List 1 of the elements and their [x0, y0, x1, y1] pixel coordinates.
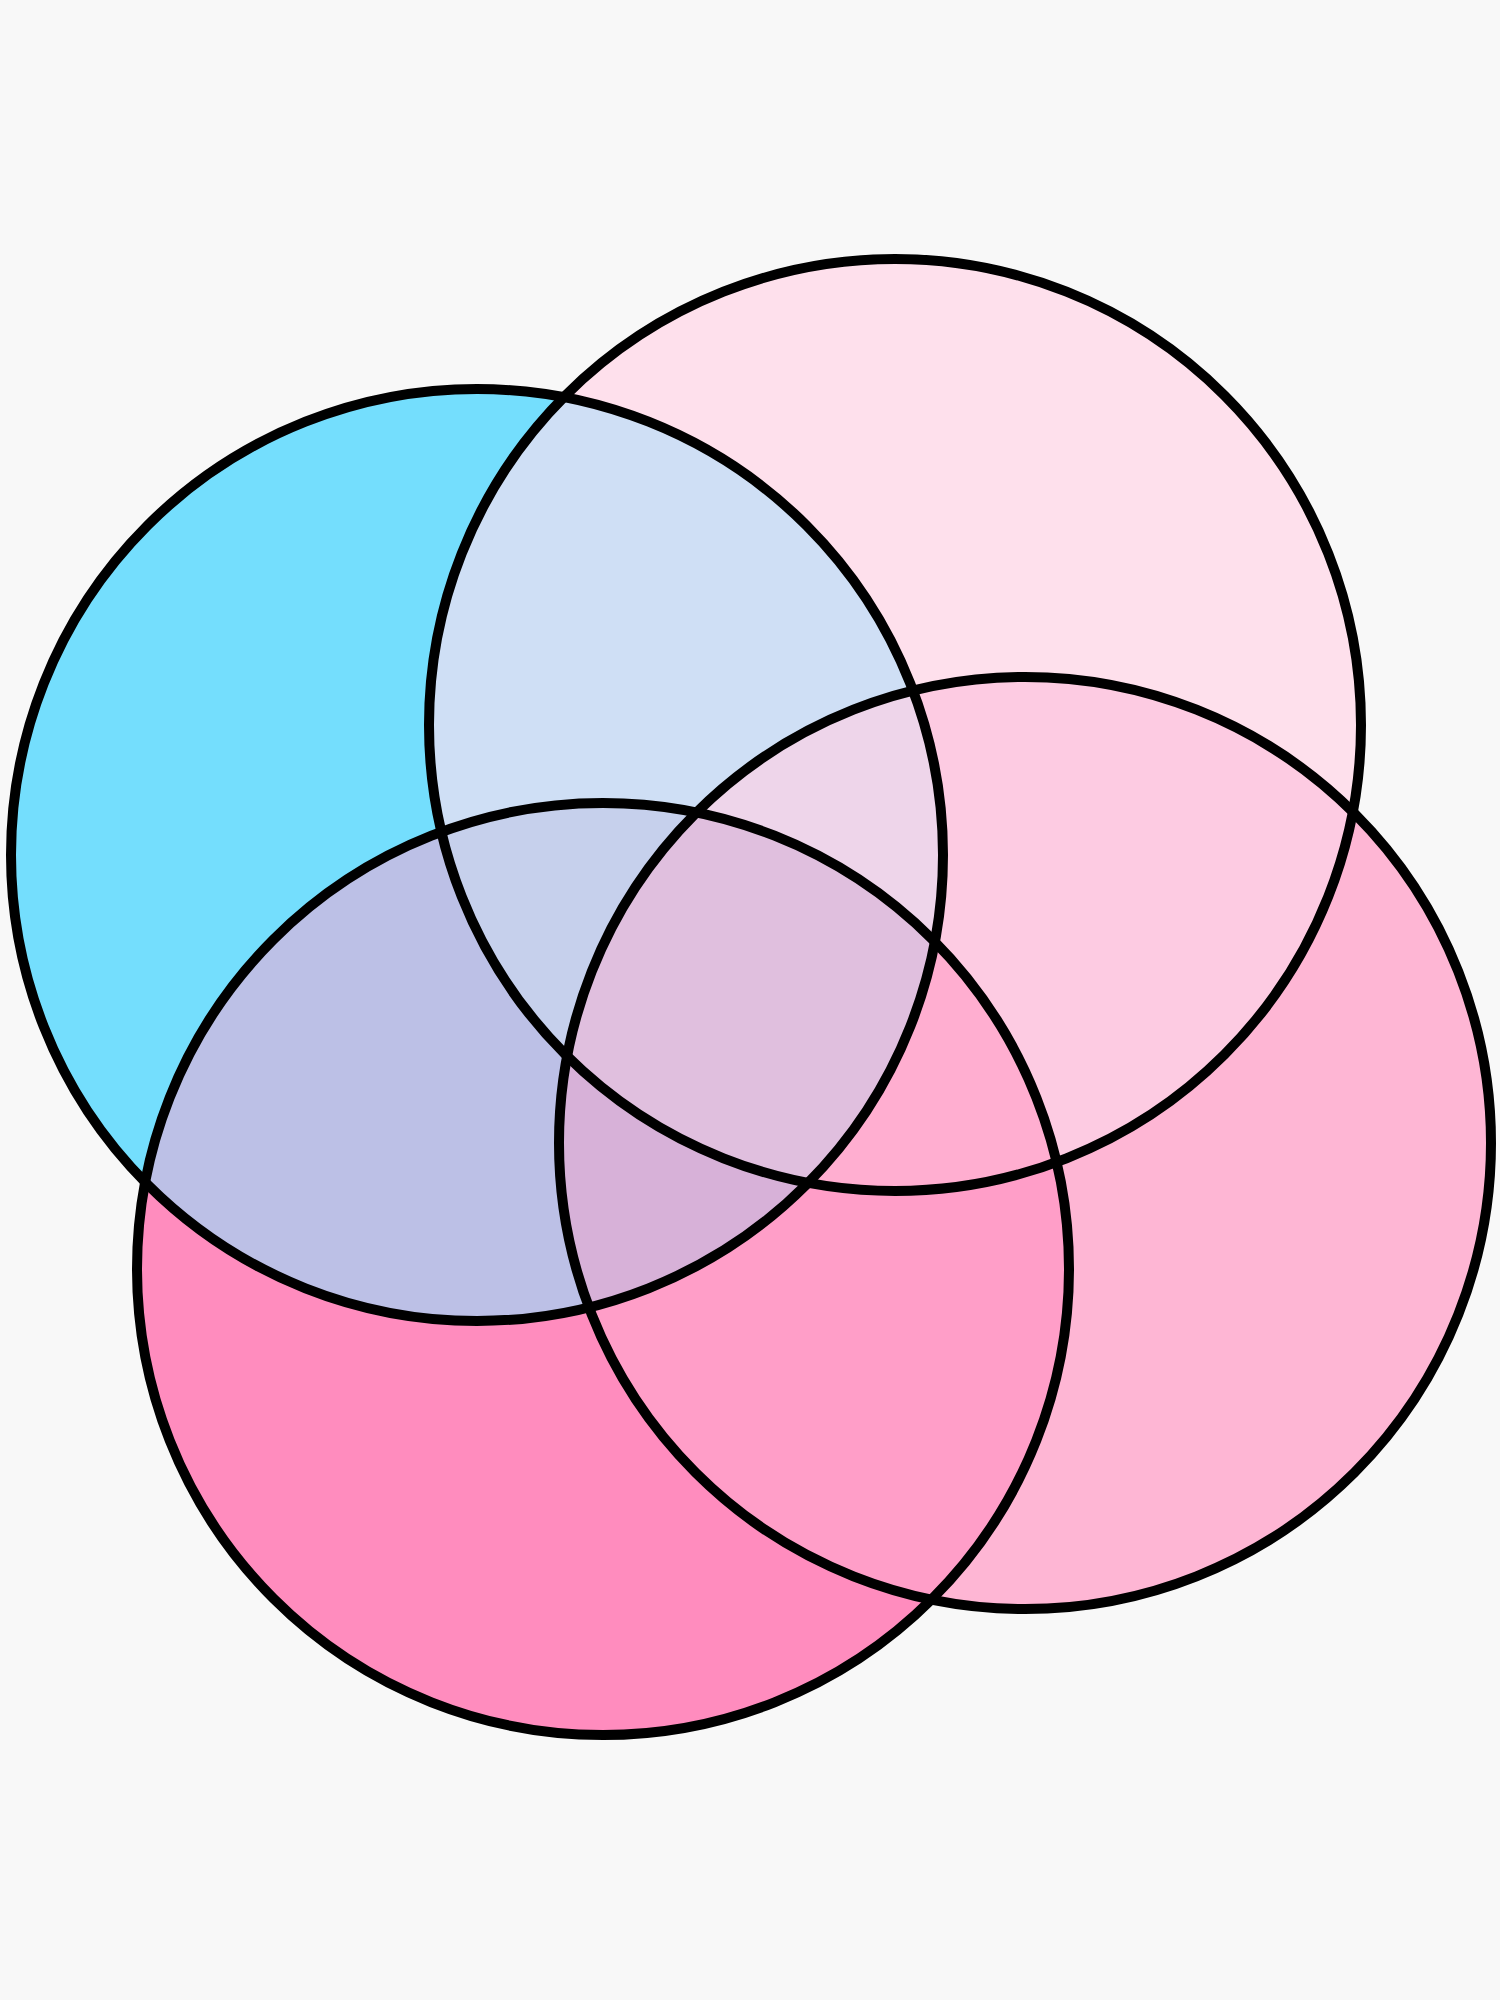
venn-circle: [129, 795, 1075, 1741]
